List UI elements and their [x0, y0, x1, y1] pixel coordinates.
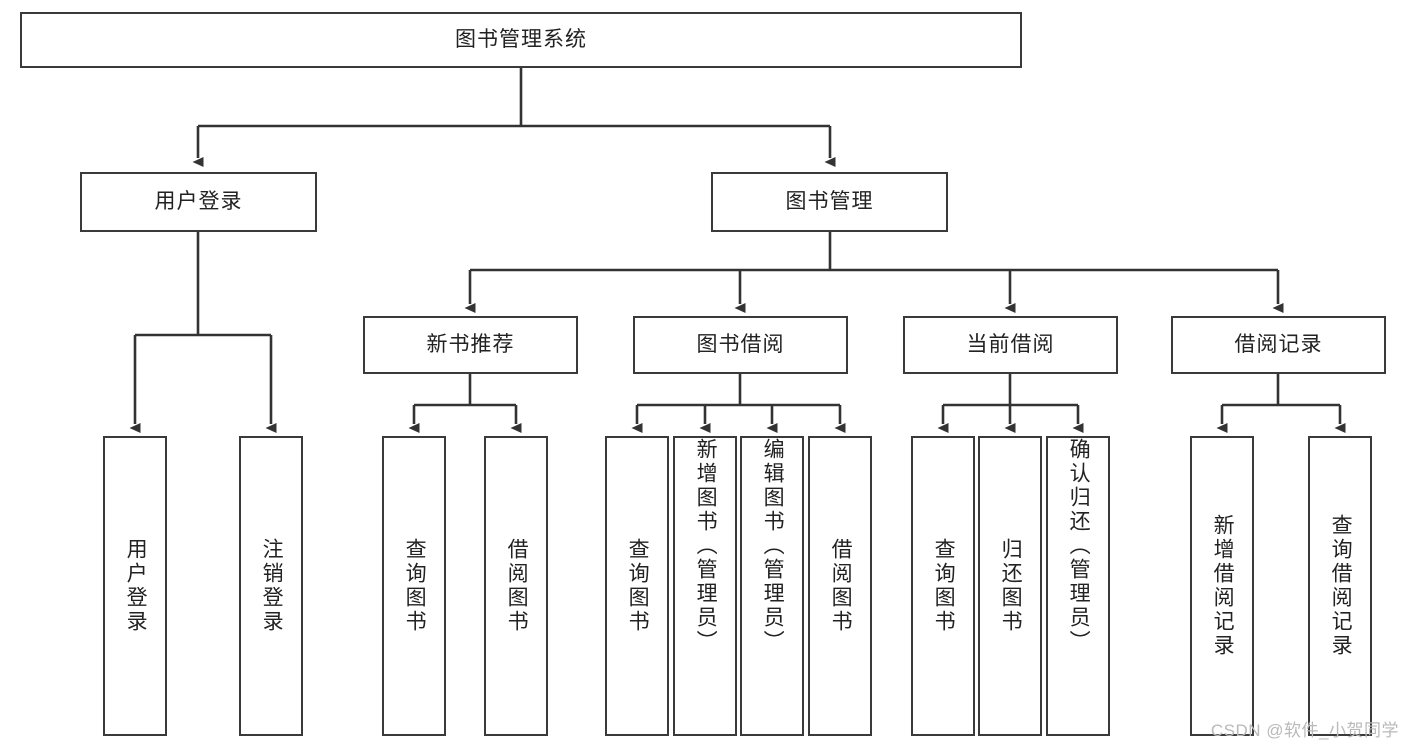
node-label: 用户登录	[124, 538, 148, 634]
node-label: 新增图书（管理员）	[694, 438, 718, 654]
leaf-query-book-3[interactable]: 查询图书	[911, 436, 975, 736]
node-label: 图书管理	[785, 189, 874, 213]
node-label: 注销登录	[260, 538, 284, 634]
node-current-borrow[interactable]: 当前借阅	[903, 316, 1118, 374]
node-label: 当前借阅	[966, 332, 1055, 356]
node-user-login[interactable]: 用户登录	[80, 172, 317, 232]
node-label: 编辑图书（管理员）	[761, 438, 785, 654]
leaf-add-book[interactable]: 新增图书（管理员）	[673, 436, 737, 736]
watermark-text: CSDN @软件_小贺同学	[1210, 721, 1399, 740]
leaf-edit-book[interactable]: 编辑图书（管理员）	[740, 436, 804, 736]
node-book-management[interactable]: 图书管理	[711, 172, 948, 232]
leaf-logout-login[interactable]: 注销登录	[239, 436, 303, 736]
leaf-query-record[interactable]: 查询借阅记录	[1308, 436, 1372, 736]
leaf-add-record[interactable]: 新增借阅记录	[1190, 436, 1254, 736]
node-book-borrow[interactable]: 图书借阅	[633, 316, 848, 374]
node-label: 查询图书	[626, 538, 650, 634]
node-label: 图书管理系统	[455, 27, 587, 51]
leaf-borrow-book-1[interactable]: 借阅图书	[484, 436, 548, 736]
node-label: 查询借阅记录	[1329, 514, 1353, 658]
node-label: 图书借阅	[696, 332, 785, 356]
node-root-system[interactable]: 图书管理系统	[20, 12, 1022, 68]
leaf-borrow-book-2[interactable]: 借阅图书	[808, 436, 872, 736]
node-label: 借阅记录	[1234, 332, 1323, 356]
node-label: 归还图书	[999, 538, 1023, 634]
leaf-confirm-return[interactable]: 确认归还（管理员）	[1046, 436, 1110, 736]
node-label: 确认归还（管理员）	[1067, 438, 1091, 654]
node-new-book-recommend[interactable]: 新书推荐	[363, 316, 578, 374]
node-label: 新增借阅记录	[1211, 514, 1235, 658]
node-borrow-record[interactable]: 借阅记录	[1171, 316, 1386, 374]
leaf-return-book[interactable]: 归还图书	[978, 436, 1042, 736]
leaf-user-login[interactable]: 用户登录	[103, 436, 167, 736]
node-label: 用户登录	[154, 189, 243, 213]
node-label: 查询图书	[403, 538, 427, 634]
node-label: 查询图书	[932, 538, 956, 634]
node-label: 借阅图书	[829, 538, 853, 634]
node-label: 借阅图书	[505, 538, 529, 634]
leaf-query-book-2[interactable]: 查询图书	[605, 436, 669, 736]
node-label: 新书推荐	[426, 332, 515, 356]
leaf-query-book-1[interactable]: 查询图书	[382, 436, 446, 736]
